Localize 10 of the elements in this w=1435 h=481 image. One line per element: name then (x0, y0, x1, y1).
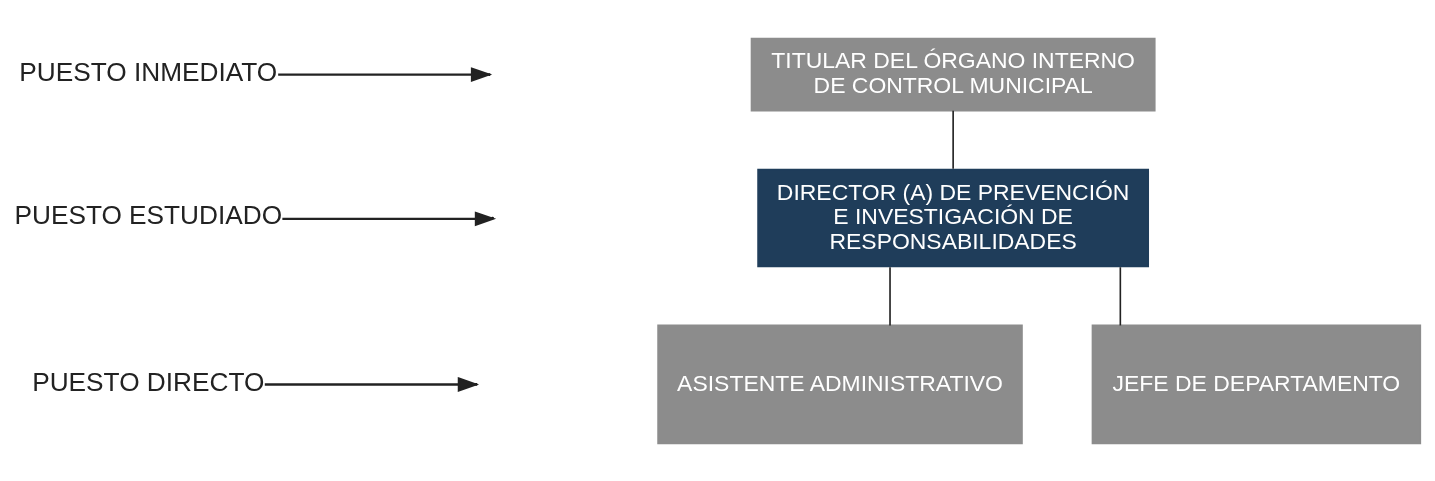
node-text: PUESTO DIRECTO (32, 366, 265, 397)
node-box: ASISTENTE ADMINISTRATIVO (657, 324, 1023, 444)
node-box: DIRECTOR (A) DE PREVENCIÓN E INVESTIGACIÓN DE RESPONSABILIDADES (757, 168, 1149, 267)
node-box: JEFE DE DEPARTAMENTO (1091, 324, 1422, 444)
connector (1119, 265, 1122, 326)
node-text: PUESTO INMEDIATO (19, 56, 278, 87)
connector (952, 109, 954, 170)
node-box: TITULAR DEL ÓRGANO INTERNO DE CONTROL MUNICIPAL (750, 37, 1156, 111)
node-text: PUESTO ESTUDIADO (14, 199, 283, 230)
connector (889, 265, 891, 326)
